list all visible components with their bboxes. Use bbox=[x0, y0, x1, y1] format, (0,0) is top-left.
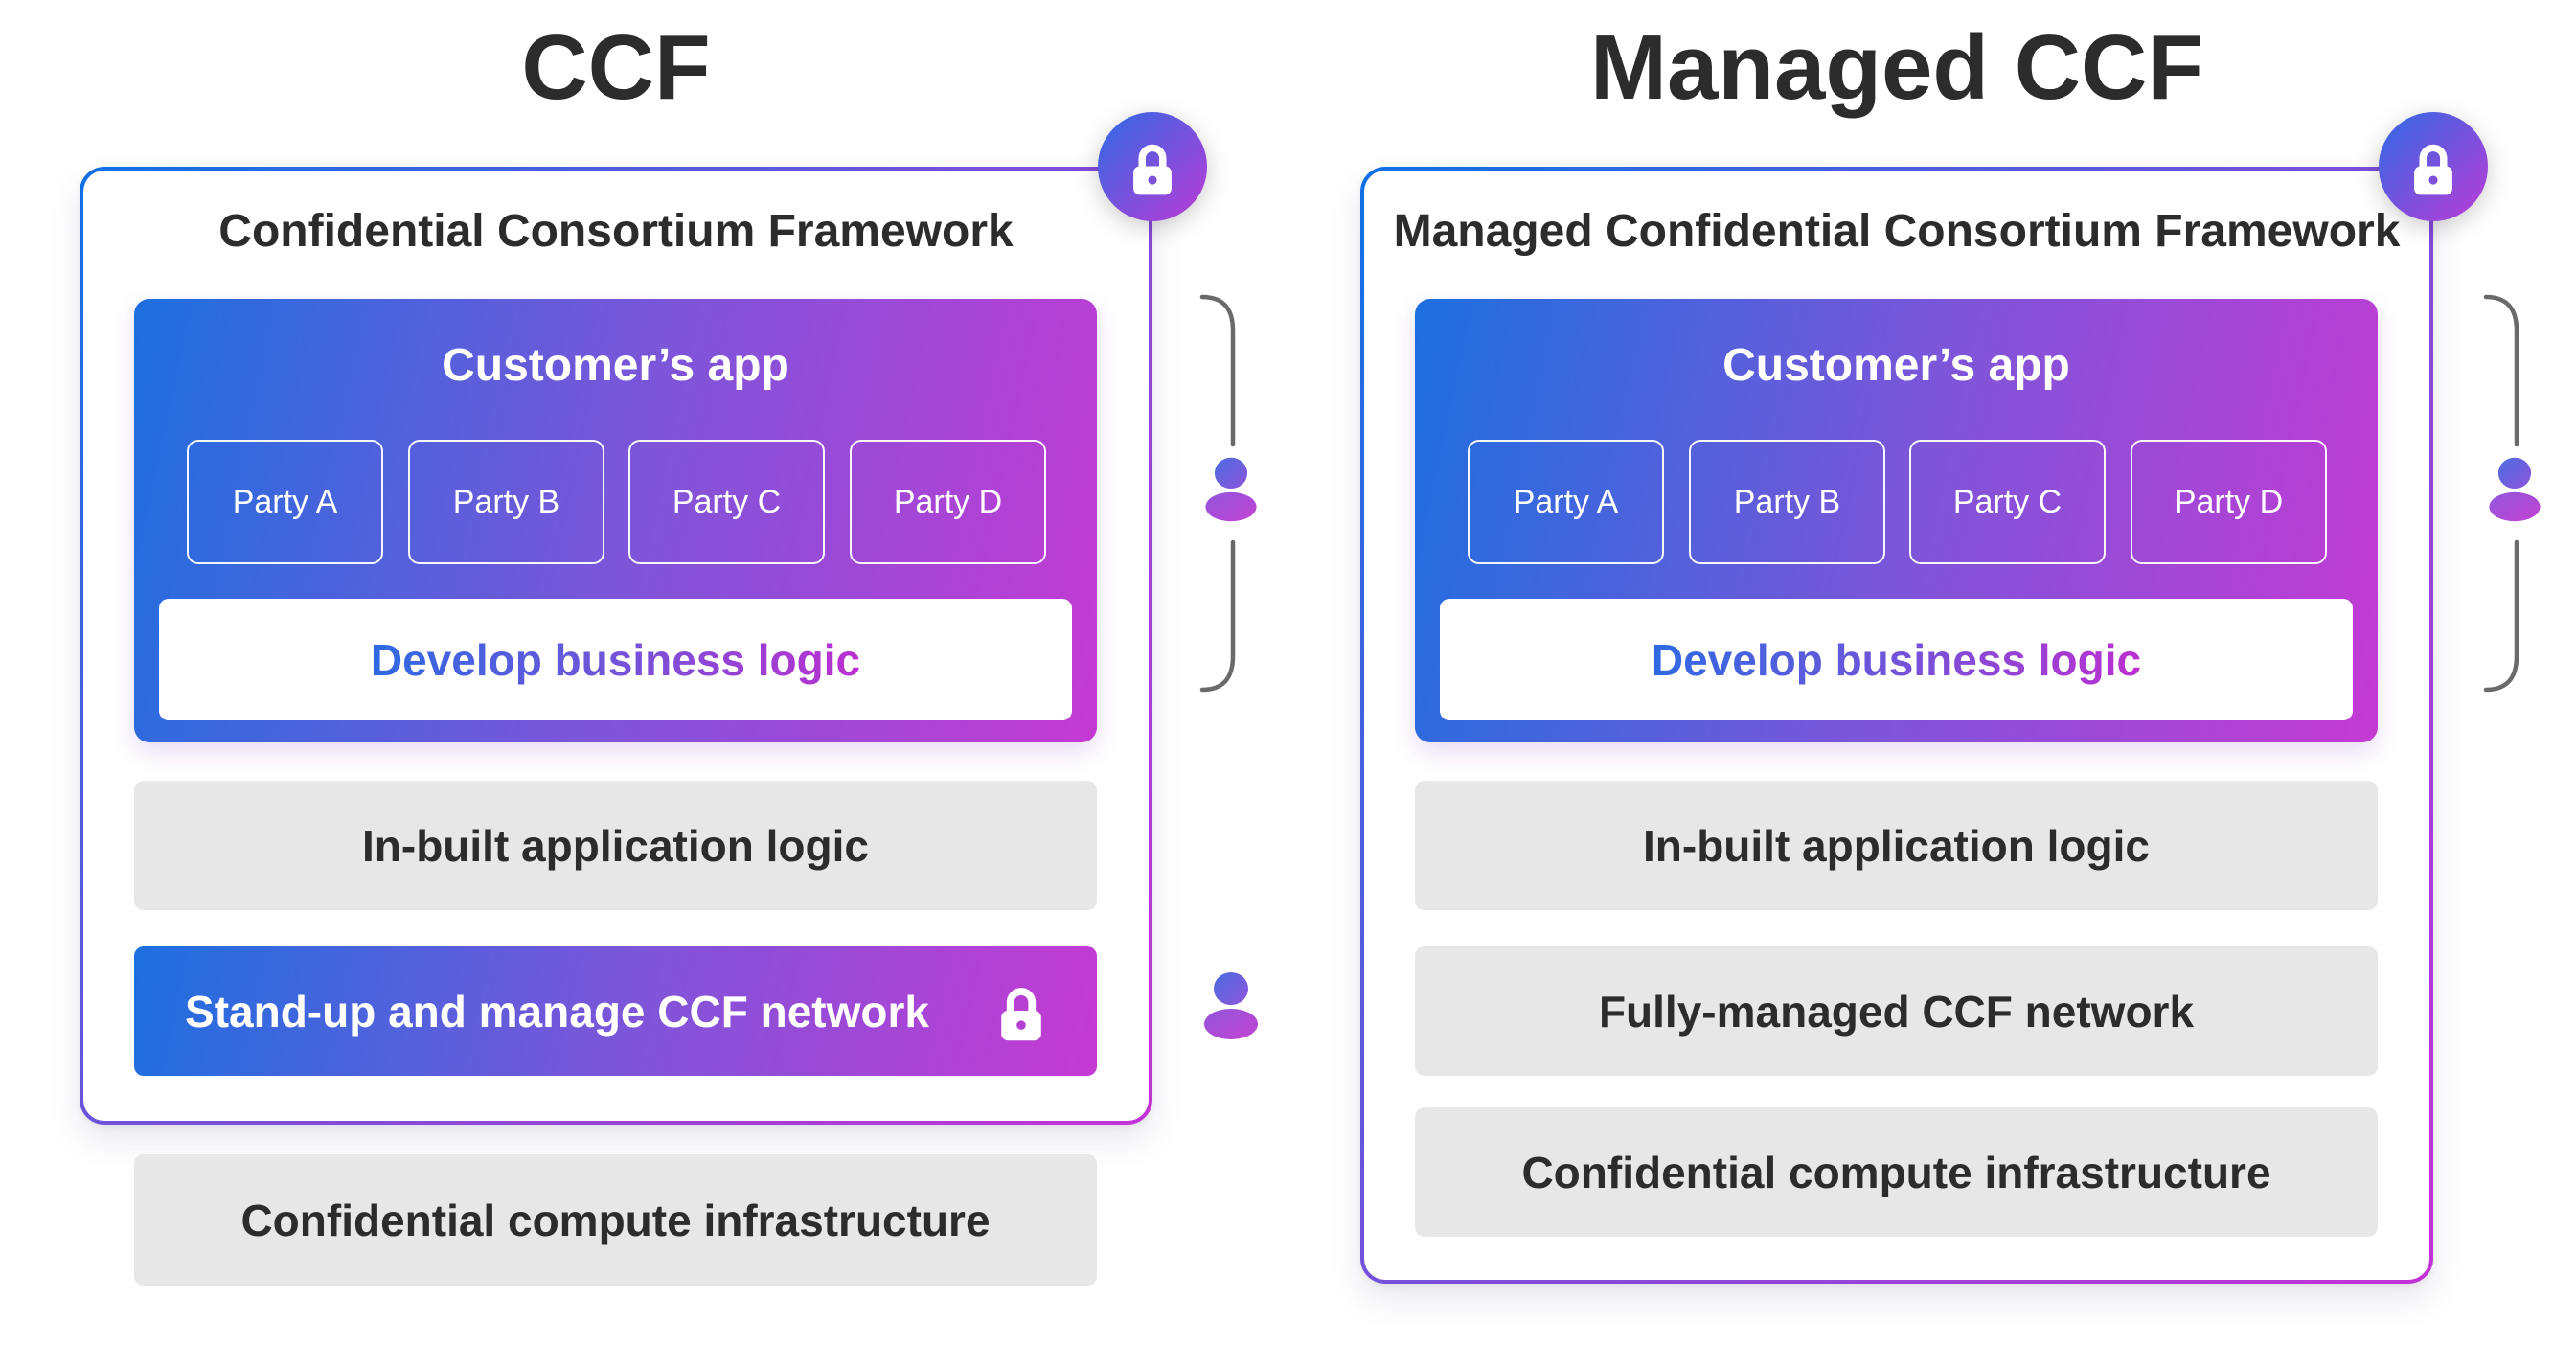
managed-ccf-consortium-bracket bbox=[2483, 294, 2519, 693]
ccf-inbuilt-logic-row: In-built application logic bbox=[134, 781, 1097, 910]
managed-ccf-develop-logic-box: Develop business logic bbox=[1440, 599, 2353, 720]
ccf-party-d-box: Party D bbox=[850, 440, 1046, 564]
managed-ccf-framework-heading: Managed Confidential Consortium Framewor… bbox=[1393, 206, 2401, 257]
ccf-customer-app-title: Customer’s app bbox=[442, 340, 789, 391]
managed-ccf-inbuilt-logic-row: In-built application logic bbox=[1415, 781, 2378, 910]
ccf-party-b-box: Party B bbox=[408, 440, 604, 564]
lock-icon bbox=[996, 979, 1046, 1042]
managed-ccf-compute-infrastructure-row: Confidential compute infrastructure bbox=[1415, 1107, 2378, 1237]
managed-ccf-customer-app-title: Customer’s app bbox=[1722, 340, 2070, 391]
managed-ccf-party-b-box: Party B bbox=[1689, 440, 1885, 564]
person-icon bbox=[1205, 457, 1257, 522]
managed-ccf-party-c-box: Party C bbox=[1909, 440, 2106, 564]
person-icon bbox=[2489, 457, 2541, 522]
ccf-party-c-box: Party C bbox=[628, 440, 825, 564]
lock-badge-icon bbox=[2377, 110, 2490, 223]
ccf-framework-heading: Confidential Consortium Framework bbox=[218, 206, 1014, 257]
person-icon bbox=[1204, 972, 1258, 1039]
ccf-develop-logic-label: Develop business logic bbox=[370, 634, 861, 685]
managed-ccf-network-row: Fully-managed CCF network bbox=[1415, 946, 2378, 1076]
ccf-develop-logic-box: Develop business logic bbox=[159, 599, 1072, 720]
managed-ccf-party-a-box: Party A bbox=[1468, 440, 1664, 564]
lock-badge-icon bbox=[1096, 110, 1209, 223]
ccf-consortium-bracket bbox=[1199, 294, 1236, 693]
ccf-network-row: Stand-up and manage CCF network bbox=[134, 946, 1097, 1076]
ccf-party-a-box: Party A bbox=[187, 440, 383, 564]
ccf-network-row-label: Stand-up and manage CCF network bbox=[185, 986, 929, 1037]
managed-ccf-develop-logic-label: Develop business logic bbox=[1651, 634, 2142, 685]
managed-ccf-panel-title: Managed CCF bbox=[1589, 16, 2204, 119]
ccf-compute-infrastructure-row: Confidential compute infrastructure bbox=[134, 1154, 1097, 1286]
ccf-panel-title: CCF bbox=[521, 16, 711, 119]
managed-ccf-party-d-box: Party D bbox=[2131, 440, 2327, 564]
